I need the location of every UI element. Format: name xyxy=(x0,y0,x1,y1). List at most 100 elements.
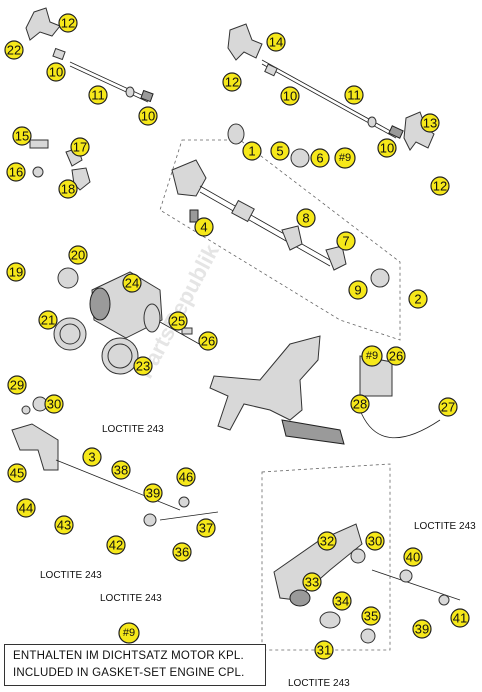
callout-23: 23 xyxy=(133,356,153,376)
svg-text:29: 29 xyxy=(10,378,24,393)
callout-34: 33 xyxy=(302,572,322,592)
callout-7: 7 xyxy=(336,231,356,251)
svg-text:32: 32 xyxy=(320,534,334,549)
footer-set-reference: #9 xyxy=(118,622,140,644)
svg-text:20: 20 xyxy=(71,248,85,263)
footer-line-german: ENTHALTEN IM DICHTSATZ MOTOR KPL. xyxy=(13,650,244,662)
callout-28: 27 xyxy=(438,397,458,417)
callout-set-9: #9 xyxy=(361,345,383,367)
svg-text:2: 2 xyxy=(414,292,421,307)
callout-14: 14 xyxy=(266,32,286,52)
callout-38: 37 xyxy=(196,518,216,538)
callout-8: 8 xyxy=(296,208,316,228)
callout-46: 45 xyxy=(7,463,27,483)
callout-10: 10 xyxy=(280,86,300,106)
svg-text:9: 9 xyxy=(354,283,361,298)
parts-layer xyxy=(11,7,461,651)
footer-line-english: INCLUDED IN GASKET-SET ENGINE CPL. xyxy=(13,667,245,679)
callout-1: 1 xyxy=(242,141,262,161)
callout-2: 2 xyxy=(408,289,428,309)
callout-11: 11 xyxy=(88,85,108,105)
callouts: 1 2 3 4 5 6 7 8 #9 9 10 10 10 10 11 11 1… xyxy=(4,13,470,660)
callout-4: 4 xyxy=(194,217,214,237)
callout-22: 22 xyxy=(4,40,24,60)
callout-45: 44 xyxy=(16,498,36,518)
svg-text:37: 37 xyxy=(199,521,213,536)
svg-text:23: 23 xyxy=(136,359,150,374)
callout-5: 5 xyxy=(270,141,290,161)
svg-text:44: 44 xyxy=(19,501,33,516)
callout-41: 40 xyxy=(403,547,423,567)
callout-set-9: #9 xyxy=(334,147,356,169)
svg-text:10: 10 xyxy=(49,65,63,80)
svg-text:#9: #9 xyxy=(366,350,378,362)
loctite-note: LOCTITE 243 xyxy=(100,593,162,604)
svg-text:33: 33 xyxy=(305,575,319,590)
callout-40: 39 xyxy=(412,619,432,639)
svg-text:22: 22 xyxy=(7,43,21,58)
svg-text:13: 13 xyxy=(423,116,437,131)
svg-text:7: 7 xyxy=(342,234,349,249)
svg-text:26: 26 xyxy=(201,334,215,349)
callout-31: 30 xyxy=(44,394,64,414)
callout-44: 43 xyxy=(54,515,74,535)
svg-text:30: 30 xyxy=(368,534,382,549)
gasket-set-note: ENTHALTEN IM DICHTSATZ MOTOR KPL. INCLUD… xyxy=(4,644,266,686)
svg-text:40: 40 xyxy=(406,550,420,565)
loctite-note: LOCTITE 243 xyxy=(102,424,164,435)
svg-text:43: 43 xyxy=(57,518,71,533)
svg-text:39: 39 xyxy=(415,622,429,637)
callout-39: 38 xyxy=(111,460,131,480)
svg-text:24: 24 xyxy=(125,276,139,291)
callout-32: 31 xyxy=(314,640,334,660)
callout-10: 10 xyxy=(138,106,158,126)
loctite-note: LOCTITE 243 xyxy=(40,570,102,581)
callout-42: 41 xyxy=(450,608,470,628)
callout-15: 15 xyxy=(12,126,32,146)
callout-13: 13 xyxy=(420,113,440,133)
callout-3: 3 xyxy=(82,447,102,467)
svg-text:31: 31 xyxy=(317,643,331,658)
callout-25: 25 xyxy=(168,311,188,331)
svg-text:18: 18 xyxy=(61,182,75,197)
callout-11: 11 xyxy=(344,85,364,105)
svg-text:34: 34 xyxy=(335,594,349,609)
svg-text:12: 12 xyxy=(225,75,239,90)
callout-40: 39 xyxy=(143,483,163,503)
callout-30: 29 xyxy=(7,375,27,395)
callout-33: 32 xyxy=(317,531,337,551)
callout-31: 30 xyxy=(365,531,385,551)
svg-text:27: 27 xyxy=(441,400,455,415)
svg-text:12: 12 xyxy=(433,179,447,194)
callout-12: 12 xyxy=(222,72,242,92)
svg-text:#9: #9 xyxy=(123,627,135,639)
svg-text:10: 10 xyxy=(380,141,394,156)
callout-36: 35 xyxy=(361,606,381,626)
loctite-note: LOCTITE 243 xyxy=(288,678,350,689)
svg-text:5: 5 xyxy=(276,144,283,159)
callout-10: 10 xyxy=(377,138,397,158)
callout-43: 42 xyxy=(106,535,126,555)
callout-29: 28 xyxy=(350,394,370,414)
loctite-notes: LOCTITE 243 LOCTITE 243 LOCTITE 243 LOCT… xyxy=(40,424,476,689)
svg-text:#9: #9 xyxy=(339,152,351,164)
svg-text:1: 1 xyxy=(248,144,255,159)
callout-9: 9 xyxy=(348,280,368,300)
svg-text:15: 15 xyxy=(15,129,29,144)
callout-12: 12 xyxy=(430,176,450,196)
svg-text:25: 25 xyxy=(171,314,185,329)
callout-20: 20 xyxy=(68,245,88,265)
callout-21: 21 xyxy=(38,310,58,330)
callout-37: 36 xyxy=(172,542,192,562)
callout-16: 16 xyxy=(6,162,26,182)
svg-text:8: 8 xyxy=(302,211,309,226)
svg-text:35: 35 xyxy=(364,609,378,624)
svg-text:39: 39 xyxy=(146,486,160,501)
svg-text:4: 4 xyxy=(200,220,207,235)
svg-text:38: 38 xyxy=(114,463,128,478)
svg-text:41: 41 xyxy=(453,611,467,626)
svg-text:28: 28 xyxy=(353,397,367,412)
svg-text:26: 26 xyxy=(389,349,403,364)
svg-text:11: 11 xyxy=(91,88,105,103)
